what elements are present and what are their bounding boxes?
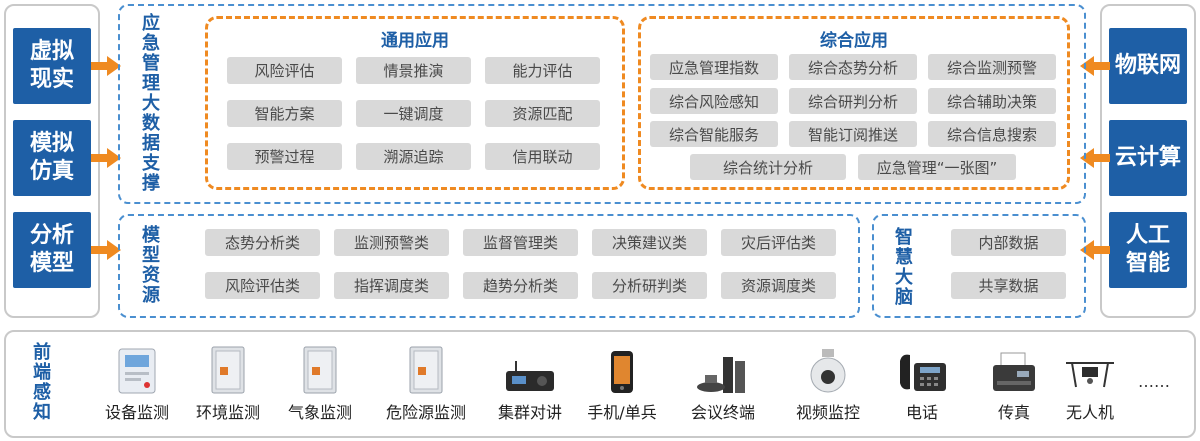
brain-item: 内部数据 (951, 229, 1066, 256)
arrow-left-icon (1080, 56, 1110, 76)
model-item: 态势分析类 (205, 229, 320, 256)
device-label: 危险源监测 (385, 403, 466, 422)
integrated-app-item: 综合信息搜索 (928, 121, 1056, 147)
device-label: 会议终端 (690, 403, 755, 422)
right-box-label: 人工智能 (1125, 223, 1170, 276)
drone-icon (1060, 345, 1120, 395)
arrow-left-icon (1080, 240, 1110, 260)
fax-icon (984, 345, 1044, 395)
device-hazard-monitoring: 危险源监测 (374, 345, 478, 423)
general-app-item: 预警过程 (227, 143, 342, 170)
integrated-app-item: 综合监测预警 (928, 54, 1056, 80)
device-drone: 无人机 (1048, 345, 1132, 423)
device-telephone: 电话 (880, 345, 964, 423)
integrated-app-item: 综合统计分析 (690, 154, 846, 180)
dome-camera-icon (798, 345, 858, 395)
general-app-item: 资源匹配 (485, 100, 600, 127)
left-box-label: 虚拟现实 (29, 39, 74, 92)
right-box-ai: 人工智能 (1109, 212, 1187, 288)
model-resources-panel (118, 214, 860, 318)
general-app-item: 风险评估 (227, 57, 342, 84)
general-app-item: 一键调度 (356, 100, 471, 127)
general-apps-panel (205, 16, 625, 190)
arrow-left-icon (1080, 148, 1110, 168)
model-item: 趋势分析类 (463, 272, 578, 299)
device-weather-monitoring: 气象监测 (278, 345, 362, 423)
general-app-item: 能力评估 (485, 57, 600, 84)
radio-icon (500, 345, 560, 395)
integrated-app-item: 综合风险感知 (650, 88, 778, 114)
right-box-iot: 物联网 (1109, 28, 1187, 104)
device-label: 无人机 (1065, 403, 1114, 422)
arrow-right-icon (91, 56, 121, 76)
device-mobile: 手机/单兵 (580, 345, 664, 423)
model-item: 资源调度类 (721, 272, 836, 299)
general-app-item: 溯源追踪 (356, 143, 471, 170)
model-item: 指挥调度类 (334, 272, 449, 299)
cabinet-icon (198, 345, 258, 395)
phone-icon (592, 345, 652, 395)
model-item: 监督管理类 (463, 229, 578, 256)
integrated-apps-panel (638, 16, 1070, 190)
device-label: 环境监测 (195, 403, 260, 422)
model-item: 决策建议类 (592, 229, 707, 256)
conference-icon (693, 345, 753, 395)
model-item: 分析研判类 (592, 272, 707, 299)
device-label: 手机/单兵 (587, 403, 657, 422)
device-equipment-monitoring: 设备监测 (95, 345, 179, 423)
left-box-label: 模拟仿真 (29, 131, 74, 184)
device-video-surveillance: 视频监控 (786, 345, 870, 423)
model-item: 监测预警类 (334, 229, 449, 256)
general-app-item: 智能方案 (227, 100, 342, 127)
big-data-support-panel (118, 4, 1086, 204)
device-label: 电话 (905, 403, 938, 422)
device-label: 传真 (997, 403, 1030, 422)
monitor-panel-icon (107, 345, 167, 395)
device-label: 集群对讲 (497, 403, 562, 422)
integrated-app-item: 综合态势分析 (789, 54, 917, 80)
brain-item: 共享数据 (951, 272, 1066, 299)
smart-brain-title: 智慧大脑 (895, 227, 913, 308)
left-box-vr: 虚拟现实 (13, 28, 91, 104)
integrated-app-item: 智能订阅推送 (789, 121, 917, 147)
arrow-right-icon (91, 148, 121, 168)
device-label: 设备监测 (104, 403, 169, 422)
arrow-right-icon (91, 240, 121, 260)
integrated-app-item: 综合研判分析 (789, 88, 917, 114)
more-devices-ellipsis: …… (1138, 372, 1170, 391)
integrated-app-item: 综合智能服务 (650, 121, 778, 147)
device-conference-terminal: 会议终端 (681, 345, 765, 423)
telephone-icon (892, 345, 952, 395)
general-app-item: 情景推演 (356, 57, 471, 84)
general-app-item: 信用联动 (485, 143, 600, 170)
left-box-simulation: 模拟仿真 (13, 120, 91, 196)
device-trunked-radio: 集群对讲 (488, 345, 572, 423)
perception-title: 前端感知 (33, 342, 51, 423)
general-apps-title: 通用应用 (381, 31, 449, 51)
integrated-app-item: 应急管理“一张图” (858, 154, 1016, 180)
device-fax: 传真 (972, 345, 1056, 423)
big-data-support-title: 应急管理大数据支撑 (142, 13, 160, 194)
device-environment-monitoring: 环境监测 (186, 345, 270, 423)
device-label: 视频监控 (795, 403, 860, 422)
cabinet-icon (396, 345, 456, 395)
smart-brain-panel (872, 214, 1086, 318)
right-box-label: 云计算 (1114, 145, 1181, 170)
right-box-label: 物联网 (1114, 53, 1181, 78)
model-resources-title: 模型资源 (142, 225, 160, 306)
device-label: 气象监测 (287, 403, 352, 422)
model-item: 风险评估类 (205, 272, 320, 299)
cabinet-icon (290, 345, 350, 395)
model-item: 灾后评估类 (721, 229, 836, 256)
integrated-app-item: 综合辅助决策 (928, 88, 1056, 114)
integrated-app-item: 应急管理指数 (650, 54, 778, 80)
left-box-label: 分析模型 (29, 223, 74, 276)
right-box-cloud: 云计算 (1109, 120, 1187, 196)
left-box-analysis-model: 分析模型 (13, 212, 91, 288)
integrated-apps-title: 综合应用 (820, 31, 888, 51)
